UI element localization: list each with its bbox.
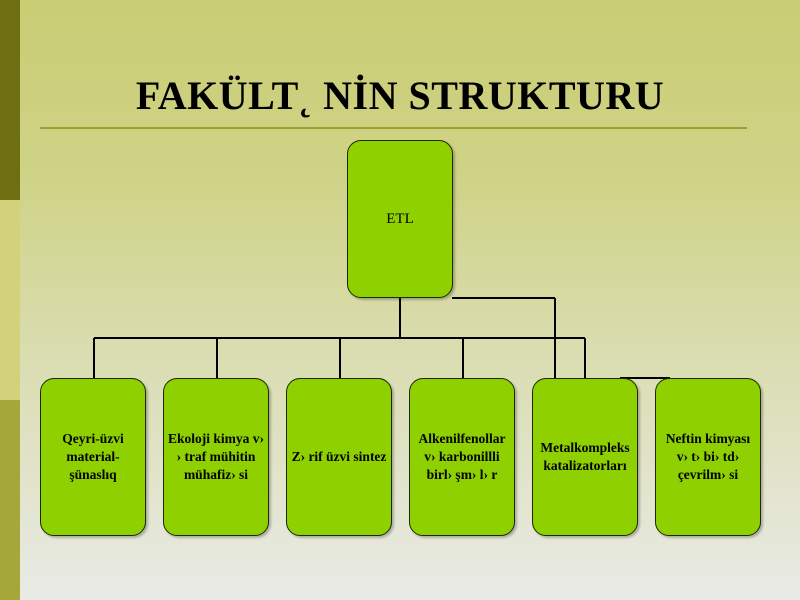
side-bar-middle: [0, 200, 20, 400]
side-bar-bottom: [0, 400, 20, 600]
title-underline: [40, 127, 747, 129]
node-neftin-kimyasi: Neftin kimyası v› t› bi› td› çevrilm› si: [655, 378, 761, 536]
node-etl: ETL: [347, 140, 453, 298]
node-zerif-uzvi-sintez: Z› rif üzvi sintez: [286, 378, 392, 536]
node-ekoloji-kimya: Ekoloji kimya v› › traf mühitin mühafiz›…: [163, 378, 269, 536]
slide-title: FAKÜLT˛ NİN STRUKTURU: [135, 73, 665, 118]
node-qeyri-uzvi: Qeyri-üzvi material-şünaslıq: [40, 378, 146, 536]
side-bar-top: [0, 0, 20, 200]
node-alkenilfenollar: Alkenilfenollar v› karbonillli birl› şm›…: [409, 378, 515, 536]
node-metalkompleks: Metalkompleks katalizatorları: [532, 378, 638, 536]
